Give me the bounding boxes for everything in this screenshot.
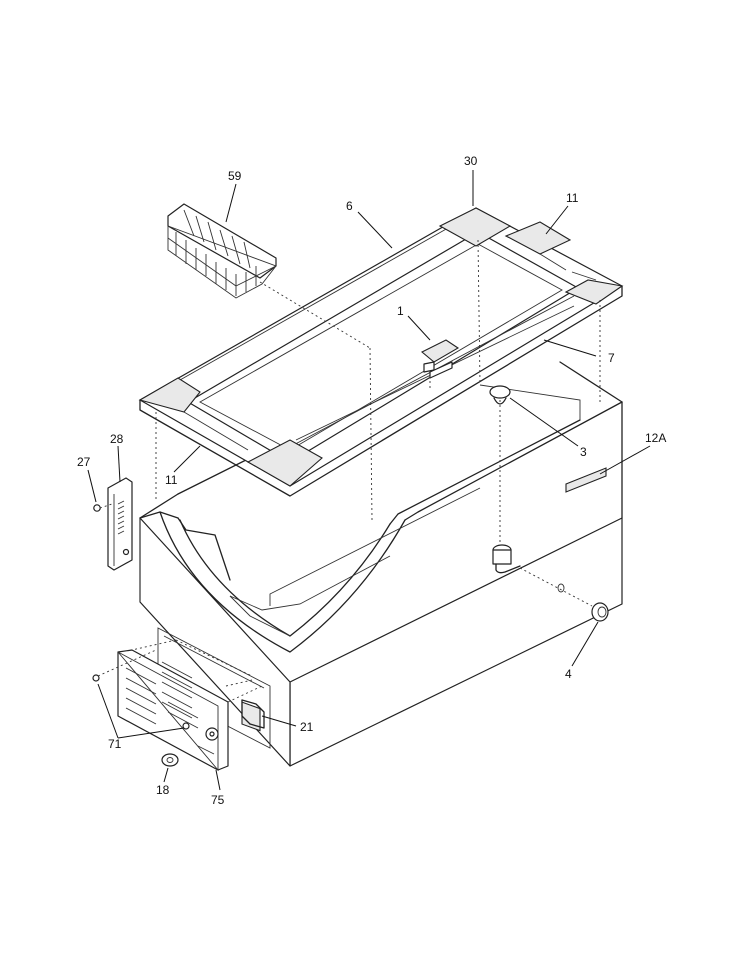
callout-75: 75 xyxy=(211,793,225,807)
callout-71: 71 xyxy=(108,737,122,751)
callout-28: 28 xyxy=(110,432,124,446)
callout-21: 21 xyxy=(300,720,314,734)
label-plate xyxy=(565,467,607,493)
callout-4: 4 xyxy=(565,667,572,681)
callout-3: 3 xyxy=(580,445,587,459)
grille-knob xyxy=(161,753,179,767)
callout-1: 1 xyxy=(397,304,404,318)
leader-lines xyxy=(87,170,651,791)
callout-6: 6 xyxy=(346,199,353,213)
drain-fitting xyxy=(492,544,565,593)
callout-11: 11 xyxy=(566,191,579,205)
callout-59: 59 xyxy=(228,169,242,183)
callout-12a: 12A xyxy=(645,431,666,445)
callout-11-front: 11 xyxy=(165,473,178,487)
lid-frame-gasket xyxy=(138,207,624,497)
drain-plug xyxy=(489,385,511,405)
hinge-assembly xyxy=(93,477,133,571)
callout-18: 18 xyxy=(156,783,170,797)
callout-labels: 30 59 6 11 1 7 3 12A 28 27 11 4 21 71 18… xyxy=(77,154,666,807)
drain-cap xyxy=(591,602,609,622)
callout-30: 30 xyxy=(464,154,478,168)
lid-handle xyxy=(421,339,460,379)
callout-27: 27 xyxy=(77,455,91,469)
projection-lines xyxy=(97,239,601,703)
storage-basket xyxy=(167,203,277,299)
callout-7: 7 xyxy=(608,351,615,365)
grille-screws xyxy=(92,674,190,730)
freezer-cabinet xyxy=(139,361,623,767)
